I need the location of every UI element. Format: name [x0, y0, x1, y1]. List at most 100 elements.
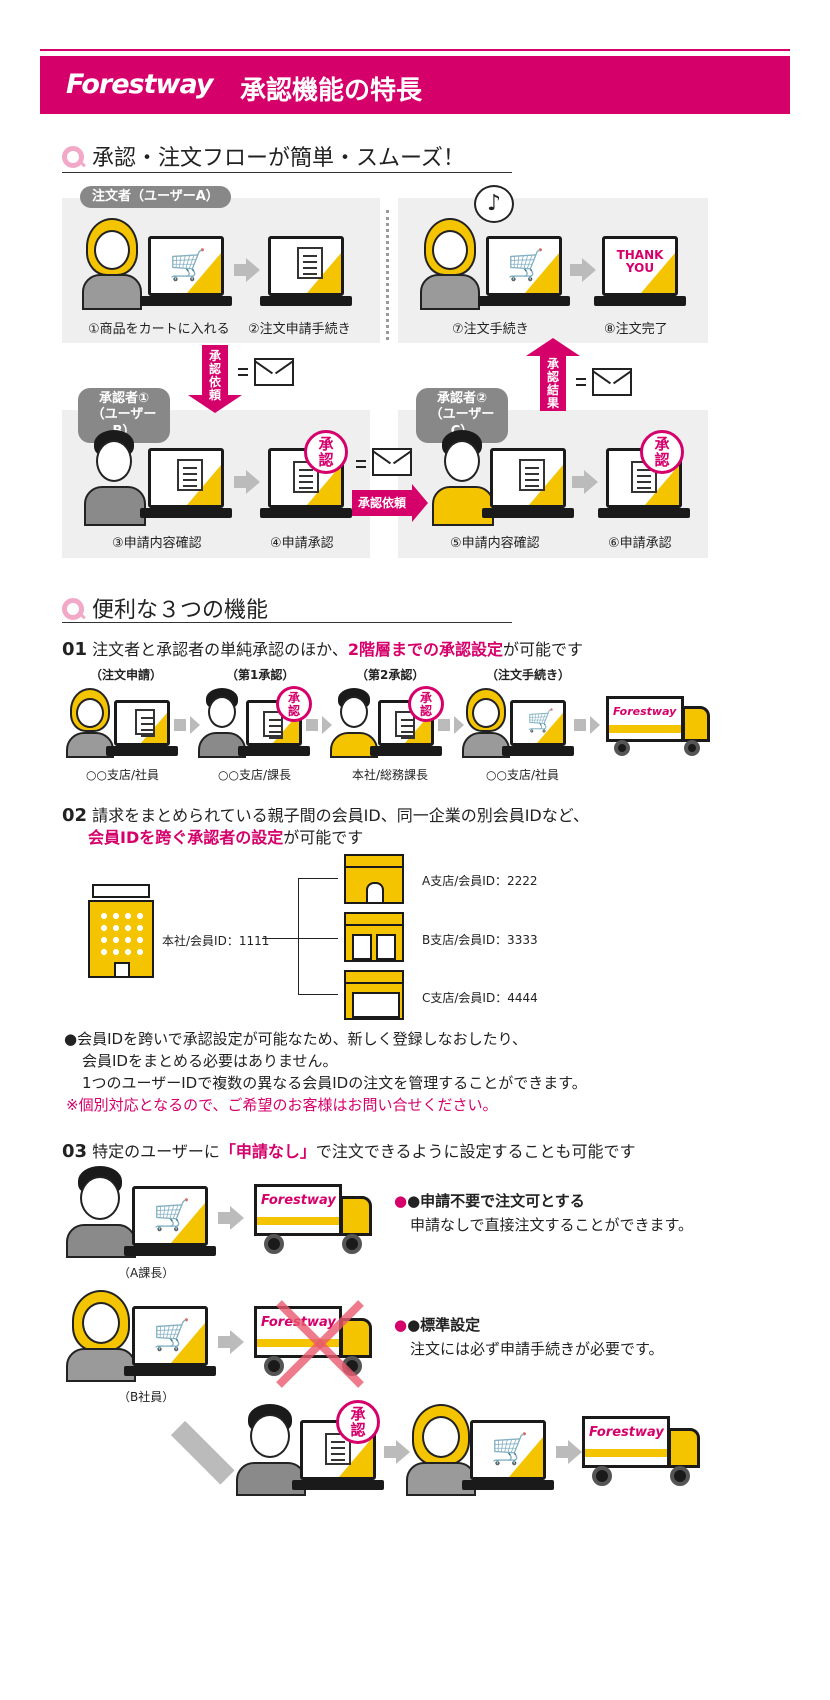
laptop-cart-icon: 🛒: [124, 1306, 216, 1376]
f01-caption-2: ○○支店/課長: [218, 768, 291, 782]
feature02-line2-after: が可能です: [283, 828, 364, 847]
man-yellow-suit-avatar-icon: [330, 688, 378, 758]
man-avatar-icon: [66, 1166, 136, 1258]
opt2-title: ●●標準設定: [394, 1316, 481, 1334]
arrow-right-icon: [572, 470, 598, 494]
tree-line: [298, 878, 338, 879]
f01-label-3: （第2承認）: [356, 668, 425, 682]
step-2-caption: ②注文申請手続き: [248, 322, 351, 337]
arrow-up-head-icon: [526, 338, 580, 356]
man-yellow-suit-avatar-icon: [432, 430, 494, 526]
opt2-desc: 注文には必ず申請手続きが必要です。: [410, 1340, 664, 1358]
feature01-highlight: 2階層までの承認設定: [347, 640, 503, 659]
tree-line: [298, 938, 338, 939]
step-7-caption: ⑦注文手続き: [452, 322, 529, 337]
laptop-cart-icon: 🛒: [124, 1186, 216, 1256]
laptop-document-icon: [482, 448, 574, 518]
f02-note-1: ●会員IDを跨いで承認設定が可能なため、新しく登録しなおしたり、: [64, 1030, 528, 1048]
branch-c-label: C支店/会員ID：4444: [422, 991, 538, 1005]
header-top-line: [40, 49, 790, 51]
tree-line: [298, 994, 338, 995]
f01-label-4: （注文手続き）: [486, 668, 571, 682]
arrow-right-icon: [570, 258, 596, 282]
arrow-right-icon: [218, 1330, 244, 1354]
step-1-caption: ①商品をカートに入れる: [88, 322, 230, 337]
delivery-truck-icon: Forestway: [606, 696, 710, 760]
step-3-caption: ③申請内容確認: [112, 536, 202, 551]
feature01-text-after: が可能です: [502, 640, 583, 659]
feature03-heading: 03 特定のユーザーに「申請なし」で注文できるように設定することも可能です: [62, 1138, 636, 1162]
laptop-approved-icon: [238, 700, 310, 756]
section2-title: 便利な３つの機能: [92, 598, 269, 623]
arrow-right-icon: [234, 470, 260, 494]
approval-stamp-icon: 承 認: [276, 686, 312, 722]
section1-title: 承認・注文フローが簡単・スムーズ！: [92, 146, 465, 171]
page-header: Forestway 承認機能の特長: [40, 56, 790, 114]
arrow-down-head-icon: [188, 395, 242, 413]
motion-lines-icon: [576, 378, 586, 380]
step-5-caption: ⑤申請内容確認: [450, 536, 540, 551]
feature02-number: 02: [62, 805, 88, 826]
truck-logo: Forestway: [589, 1425, 664, 1440]
arrow-right-head-icon: [412, 484, 428, 522]
delivery-truck-icon: Forestway: [582, 1416, 702, 1488]
feature01-heading: 01 注文者と承認者の単純承認のほか、2階層までの承認設定が可能です: [62, 636, 583, 660]
stamp-line2: 認: [287, 703, 300, 718]
branch-c-building-icon: [344, 970, 404, 1020]
f02-note-2: 会員IDをまとめる必要はありません。: [82, 1052, 338, 1070]
approval-stamp-icon: 承 認: [304, 430, 348, 474]
laptop-document-icon: [140, 448, 232, 518]
opt2-title-text: ●標準設定: [407, 1316, 481, 1334]
step-6-caption: ⑥申請承認: [608, 536, 672, 551]
f01-caption-4: ○○支店/社員: [486, 768, 559, 782]
approval-stamp-icon: 承 認: [336, 1400, 380, 1444]
approval-stamp-icon: 承 認: [408, 686, 444, 722]
laptop-cart-icon: 🛒: [502, 700, 574, 756]
panel-divider: [386, 210, 389, 340]
arrow-right-approval-request: 承認依頼: [352, 490, 412, 516]
arrow-down-approval-request: [202, 345, 228, 397]
motion-lines-icon: [238, 368, 248, 370]
motion-lines-icon: [356, 460, 366, 462]
stamp-line2: 認: [350, 1420, 366, 1439]
delivery-truck-crossed-icon: Forestway: [254, 1306, 374, 1378]
section2-underline: [62, 622, 512, 623]
woman-avatar-icon: [82, 218, 144, 310]
arrow-up-approval-result: [540, 355, 566, 411]
feature02-heading-line2: 会員IDを跨ぐ承認者の設定が可能です: [88, 824, 363, 848]
laptop-thankyou-icon: THANK YOU: [594, 236, 686, 306]
opt1-desc: 申請なしで直接注文することができます。: [410, 1216, 694, 1234]
tag-approver2-line1: 承認者②: [436, 391, 487, 406]
section1-underline: [62, 172, 512, 173]
laptop-cart-icon: 🛒: [478, 236, 570, 306]
delivery-truck-icon: Forestway: [254, 1184, 374, 1256]
opt1-title-text: ●申請不要で注文可とする: [407, 1192, 585, 1210]
laptop-document-icon: [260, 236, 352, 306]
stamp-line2: 認: [654, 450, 670, 469]
envelope-icon: [372, 448, 412, 476]
branch-a-label: A支店/会員ID：2222: [422, 874, 538, 888]
opt1-title: ●●申請不要で注文可とする: [394, 1192, 585, 1210]
feature03-text-before: 特定のユーザーに: [92, 1142, 220, 1161]
woman-avatar-icon: [66, 1290, 136, 1382]
stamp-line2: 認: [318, 450, 334, 469]
tag-approver1-line1: 承認者①: [98, 391, 149, 406]
hq-building-icon: [88, 900, 154, 978]
laptop-cart-icon: 🛒: [140, 236, 232, 306]
arrow-right-icon: [384, 1440, 410, 1464]
arrow-diagonal-icon: [170, 1420, 235, 1485]
brand-logo: Forestway: [66, 69, 213, 100]
laptop-approved-icon: [370, 700, 442, 756]
feature02-line1: 請求をまとめられている親子間の会員ID、同一企業の別会員IDなど、: [92, 806, 589, 825]
f01-label-1: （注文申請）: [90, 668, 163, 682]
stamp-line2: 認: [419, 703, 432, 718]
tree-line: [298, 878, 299, 994]
b-staff-label: （B社員）: [118, 1390, 175, 1404]
feature01-text-before: 注文者と承認者の単純承認のほか、: [92, 640, 348, 659]
stamp-line1: 承: [654, 435, 670, 453]
search-icon: [62, 598, 84, 620]
page-title: 承認機能の特長: [240, 76, 423, 106]
search-icon: [62, 146, 84, 168]
thankyou-line1: THANK: [616, 248, 664, 262]
feature02-heading-line1: 02 請求をまとめられている親子間の会員ID、同一企業の別会員IDなど、: [62, 802, 589, 826]
